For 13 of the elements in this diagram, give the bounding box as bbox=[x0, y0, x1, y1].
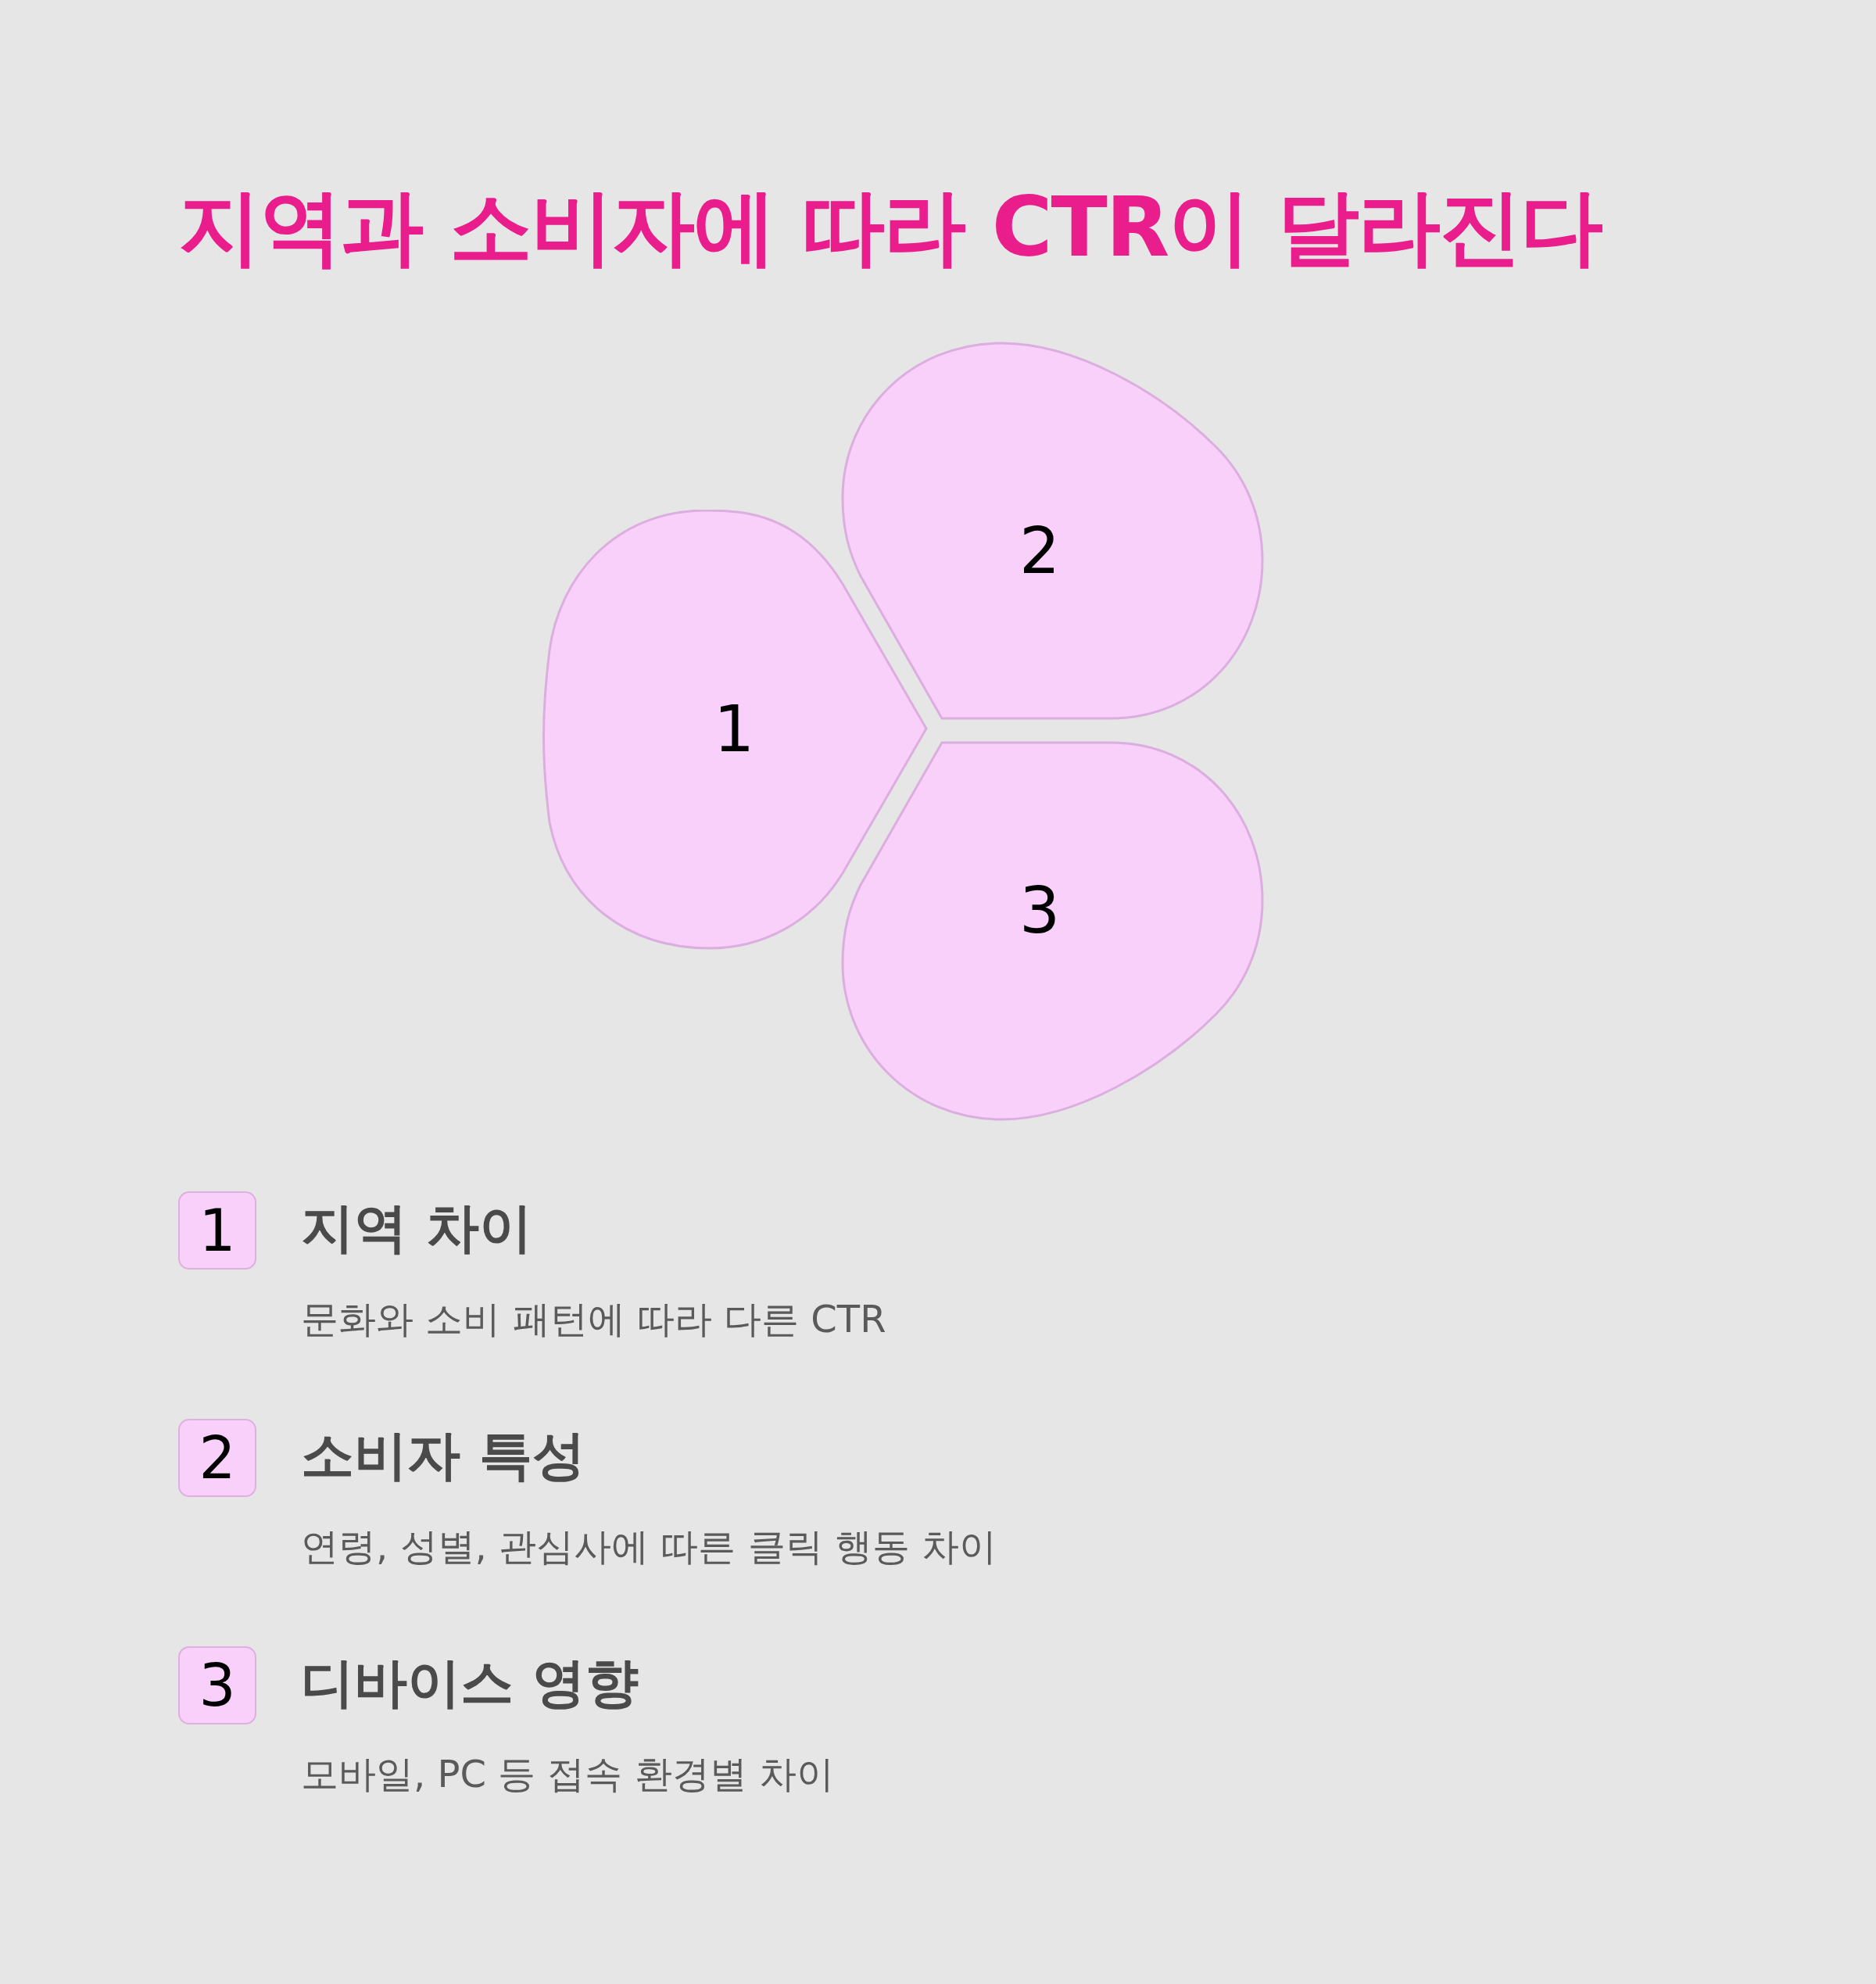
item-description: 모바일, PC 등 접속 환경별 차이 bbox=[301, 1751, 834, 1797]
item-description: 연령, 성별, 관심사에 따른 클릭 행동 차이 bbox=[301, 1524, 997, 1570]
number-badge: 1 bbox=[178, 1191, 256, 1270]
number-badge: 3 bbox=[178, 1646, 256, 1724]
number-badge: 2 bbox=[178, 1419, 256, 1497]
item-description: 문화와 소비 패턴에 따라 다른 CTR bbox=[301, 1296, 886, 1342]
item-heading: 디바이스 영향 bbox=[301, 1651, 639, 1715]
petal-number: 1 bbox=[713, 697, 755, 761]
item-heading: 지역 차이 bbox=[301, 1196, 532, 1260]
petal-number: 3 bbox=[1019, 879, 1061, 943]
title: 지역과 소비자에 따라 CTR이 달라진다 bbox=[178, 178, 1602, 277]
item-heading: 소비자 특성 bbox=[301, 1424, 585, 1488]
petal-number: 2 bbox=[1019, 519, 1061, 583]
